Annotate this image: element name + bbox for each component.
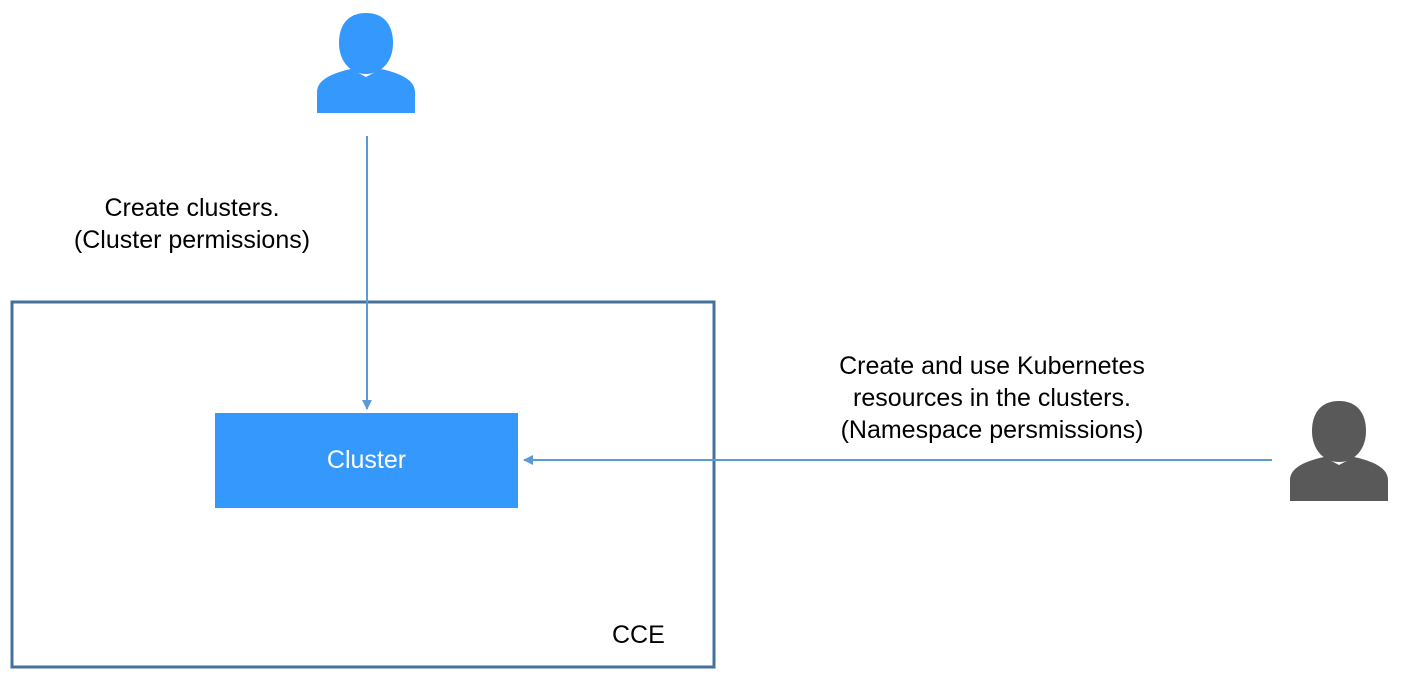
namespace-permissions-line-3: (Namespace persmissions) <box>840 416 1144 444</box>
namespace-permissions-line-1: Create and use Kubernetes <box>839 352 1145 380</box>
cluster-node-label: Cluster <box>326 446 407 474</box>
cluster-permissions-label: Create clusters. (Cluster permissions) <box>42 192 342 256</box>
cluster-permissions-line-1: Create clusters. <box>104 194 280 222</box>
admin-user-icon <box>317 13 415 113</box>
cluster-node: Cluster <box>215 413 518 508</box>
cluster-permissions-line-2: (Cluster permissions) <box>73 226 311 254</box>
namespace-permissions-line-2: resources in the clusters. <box>853 384 1131 412</box>
namespace-user-icon <box>1290 401 1388 501</box>
cce-label: CCE <box>612 621 665 649</box>
cce-frame <box>10 300 716 669</box>
namespace-permissions-label: Create and use Kubernetes resources in t… <box>792 350 1192 446</box>
